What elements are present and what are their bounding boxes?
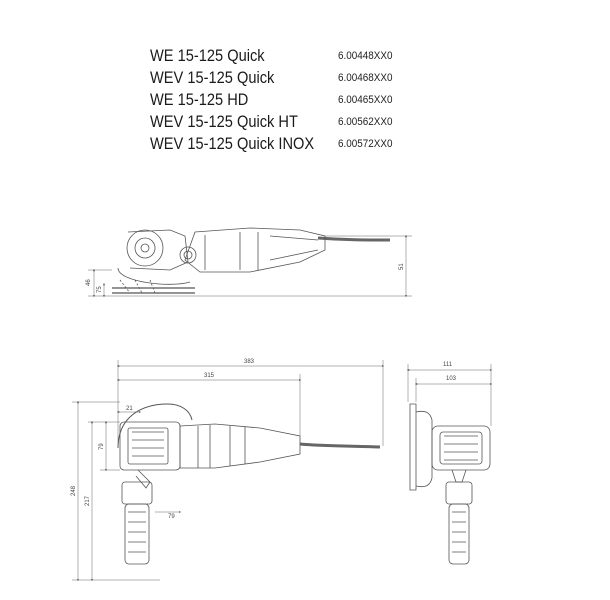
dim-front-width-body: 103: [446, 376, 457, 382]
model-name: WE 15-125 Quick: [150, 46, 265, 65]
model-name: WEV 15-125 Quick: [150, 68, 275, 87]
dim-top-height-total: 248: [71, 485, 77, 496]
top-view: [117, 403, 381, 565]
model-name: WEV 15-125 Quick INOX: [150, 134, 315, 153]
cable: [317, 236, 391, 242]
gear-housing: [127, 229, 189, 271]
motor-front: [431, 425, 491, 471]
model-row: WEV 15-125 Quick HT 6.00562XX0: [150, 112, 410, 134]
model-row: WE 15-125 Quick 6.00448XX0: [150, 46, 410, 68]
model-code: 6.00465XX0: [338, 94, 393, 106]
dim-top-offset: 21: [126, 406, 133, 412]
side-dimensions: [88, 234, 412, 298]
dim-top-handle-offset: 79: [168, 514, 175, 520]
dim-top-head-height: 79: [99, 443, 105, 450]
wheel-guard: [117, 267, 191, 285]
dim-top-length-body: 315: [204, 373, 215, 379]
dim-top-length-total: 383: [244, 359, 255, 365]
spindle-center: [140, 243, 150, 253]
model-code: 6.00562XX0: [338, 116, 393, 128]
model-code: 6.00572XX0: [338, 138, 393, 150]
dim-front-width-total: 111: [443, 362, 453, 368]
wheel-guard: [117, 403, 193, 449]
side-view: [112, 227, 391, 294]
dim-top-height-handle: 217: [85, 495, 91, 506]
model-name: WE 15-125 HD: [150, 90, 249, 109]
cable: [299, 442, 381, 449]
dim-side-b: 75: [97, 286, 103, 293]
motor-housing: [184, 227, 326, 273]
housing-grooves: [197, 425, 246, 468]
gear-head: [119, 421, 181, 471]
model-row: WE 15-125 HD 6.00465XX0: [150, 90, 410, 112]
wheel-guard: [415, 410, 433, 488]
gear-head: [126, 229, 164, 267]
model-list: WE 15-125 Quick 6.00448XX0 WEV 15-125 Qu…: [150, 46, 410, 156]
handle-socket: [179, 246, 197, 264]
spindle-nut: [134, 237, 156, 259]
side-handle: [448, 503, 470, 565]
model-name: WEV 15-125 Quick HT: [150, 112, 298, 131]
housing-grooves: [204, 232, 259, 270]
front-dimensions: [406, 364, 493, 426]
model-row: WEV 15-125 Quick INOX 6.00572XX0: [150, 134, 410, 156]
housing-lines: [269, 235, 319, 261]
side-handle-top: [445, 481, 473, 505]
side-handle: [124, 503, 150, 565]
dim-side-total: 51: [399, 263, 405, 270]
model-code: 6.00448XX0: [338, 50, 393, 62]
motor-housing: [179, 423, 301, 469]
grinding-disc: [409, 403, 417, 491]
top-dimensions: [72, 360, 385, 582]
model-row: WEV 15-125 Quick 6.00468XX0: [150, 68, 410, 90]
dim-side-a: 46: [86, 279, 92, 286]
front-view: [409, 403, 491, 565]
model-code: 6.00468XX0: [338, 72, 393, 84]
